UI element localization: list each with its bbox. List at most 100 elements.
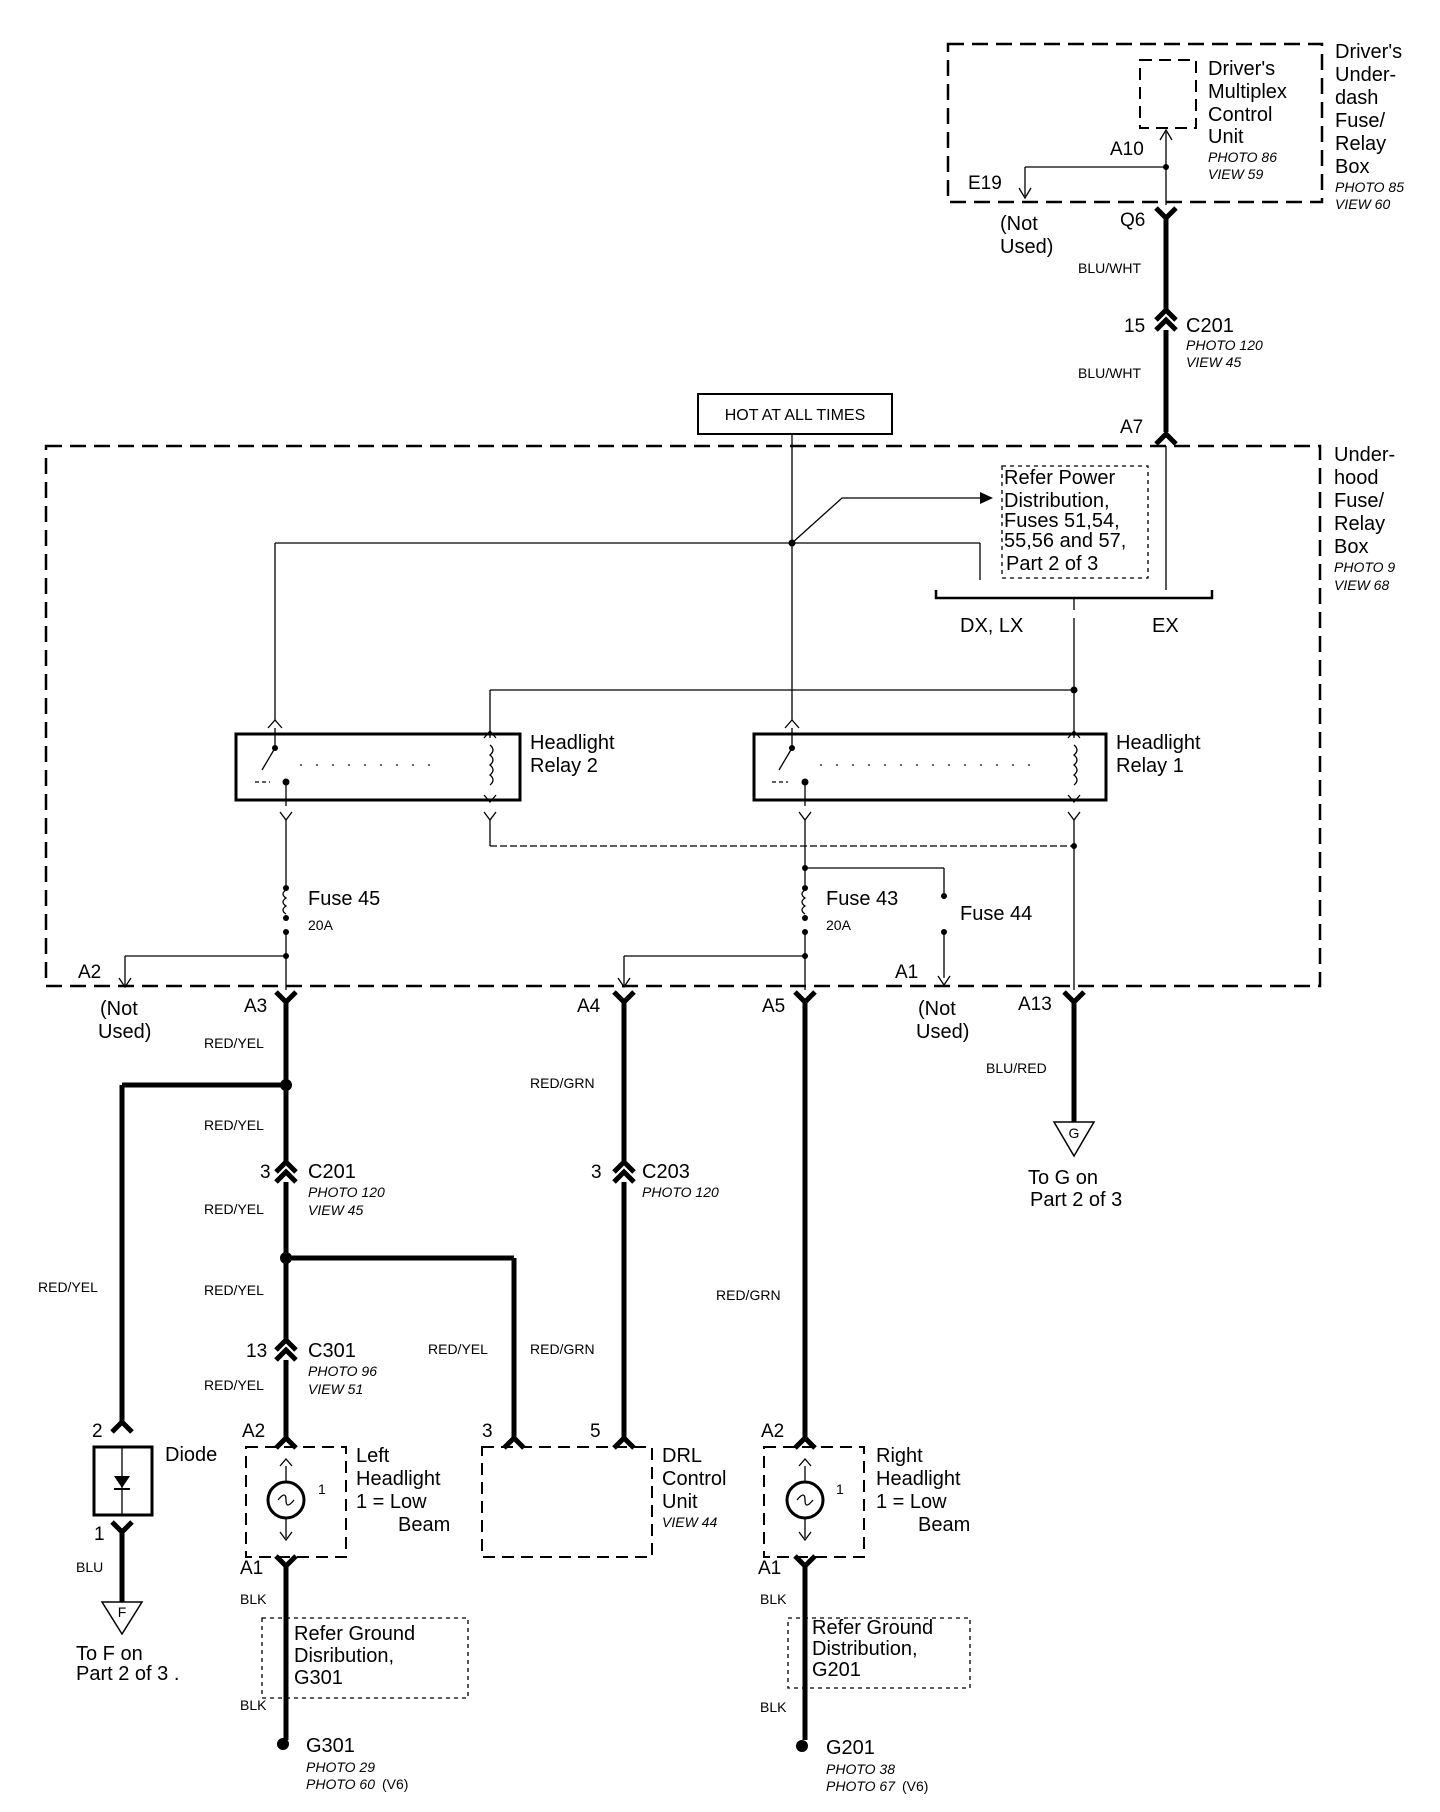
c203-pin: 3 <box>591 1162 602 1183</box>
ground-g201-2: Distribution, <box>812 1638 918 1660</box>
wire-label-red-yel-3: RED/YEL <box>204 1201 264 1217</box>
wire-label-red-grn-3: RED/GRN <box>716 1287 781 1303</box>
wire-a3-left: A3 RED/YEL RED/YEL RED/YEL 3 C201 PHOTO … <box>38 990 517 1440</box>
underdash-fuse-relay-box: Driver's Multiplex Control Unit PHOTO 86… <box>946 41 1404 258</box>
drl-name-3: Unit <box>662 1491 698 1513</box>
fuse44-name: Fuse 44 <box>960 903 1032 925</box>
underhood-view: VIEW 68 <box>1334 577 1389 593</box>
underdash-name-3: dash <box>1335 87 1378 109</box>
wire-label-blk-1: BLK <box>240 1591 267 1607</box>
relay2-name-1: Headlight <box>530 732 615 754</box>
wire-label-blu: BLU <box>76 1559 103 1575</box>
c301-pin: 13 <box>246 1341 267 1362</box>
dmcu-name-1: Driver's <box>1208 58 1275 80</box>
lh-pin-a2: A2 <box>242 1421 265 1442</box>
to-g-line-1: To G on <box>1028 1167 1098 1189</box>
refer-power-1: Refer Power <box>1004 467 1115 489</box>
refer-power-4: 55,56 and 57, <box>1004 530 1126 552</box>
c203-name: C203 <box>642 1161 690 1183</box>
underhood-name-1: Under- <box>1334 444 1395 466</box>
g301-photo2: PHOTO 60 <box>306 1776 375 1792</box>
wire-label-red-yel-5: RED/YEL <box>204 1377 264 1393</box>
pin-a2: A2 <box>78 962 101 983</box>
lh-pin-a1: A1 <box>240 1558 263 1579</box>
lh-name-4: Beam <box>398 1514 450 1536</box>
rh-pin-label: 1 <box>836 1481 844 1497</box>
to-g-line-2: Part 2 of 3 <box>1030 1189 1122 1211</box>
pin-a3: A3 <box>244 996 267 1017</box>
underhood-name-3: Fuse/ <box>1334 490 1384 512</box>
rh-pin-a1: A1 <box>758 1558 781 1579</box>
dmcu-box <box>1139 59 1197 129</box>
underhood-name-2: hood <box>1334 467 1379 489</box>
underhood-photo: PHOTO 9 <box>1334 559 1395 575</box>
diode: 2 Diode 1 BLU F To F on Part 2 of 3 . <box>76 1421 217 1685</box>
wire-label-blu-wht-1: BLU/WHT <box>1078 260 1141 276</box>
ground-g201-3: G201 <box>812 1659 861 1681</box>
drl-pin-5: 5 <box>590 1421 601 1442</box>
c203-photo: PHOTO 120 <box>642 1184 719 1200</box>
dmcu-name-3: Control <box>1208 104 1272 126</box>
wire-label-blk-4: BLK <box>760 1699 787 1715</box>
underhood-fuse-relay-box: Under- hood Fuse/ Relay Box PHOTO 9 VIEW… <box>44 393 1395 990</box>
wire-label-blk-3: BLK <box>760 1591 787 1607</box>
relay1-name-1: Headlight <box>1116 732 1201 754</box>
dmcu-view: VIEW 59 <box>1208 166 1263 182</box>
wire-label-red-grn-1: RED/GRN <box>530 1075 595 1091</box>
wire-label-red-yel-left: RED/YEL <box>38 1279 98 1295</box>
not-used-1b: Used) <box>1000 236 1053 258</box>
rh-name-2: Headlight <box>876 1468 961 1490</box>
underdash-photo: PHOTO 85 <box>1335 179 1404 195</box>
to-f-line-2: Part 2 of 3 . <box>76 1663 179 1685</box>
underdash-name-2: Under- <box>1335 64 1396 86</box>
wire-label-red-yel-4: RED/YEL <box>204 1282 264 1298</box>
to-f-symbol: F <box>118 1604 127 1620</box>
rh-pin-a2: A2 <box>761 1421 784 1442</box>
wire-label-red-yel-2: RED/YEL <box>204 1117 264 1133</box>
g201-note: (V6) <box>902 1778 928 1794</box>
not-used-3a: (Not <box>918 998 956 1020</box>
rh-name-1: Right <box>876 1445 923 1467</box>
wire-a13: A13 BLU/RED G To G on Part 2 of 3 <box>986 990 1122 1211</box>
pin-a4: A4 <box>577 996 601 1017</box>
wire-label-red-grn-2: RED/GRN <box>530 1341 595 1357</box>
rh-name-4: Beam <box>918 1514 970 1536</box>
drl-pin-3: 3 <box>482 1421 493 1442</box>
not-used-3b: Used) <box>916 1021 969 1043</box>
c201-left-photo: PHOTO 120 <box>308 1184 385 1200</box>
wire-label-blk-2: BLK <box>240 1697 267 1713</box>
g201-photo1: PHOTO 38 <box>826 1761 895 1777</box>
lh-name-3: 1 = Low <box>356 1491 427 1513</box>
drl-view: VIEW 44 <box>662 1514 717 1530</box>
diode-pin-2: 2 <box>92 1421 103 1442</box>
not-used-2b: Used) <box>98 1021 151 1043</box>
left-headlight: A2 1 Left Headlight 1 = Low Beam A1 BLK … <box>240 1421 469 1792</box>
wire-label-blu-red: BLU/RED <box>986 1060 1047 1076</box>
to-g-symbol: G <box>1069 1125 1080 1141</box>
wire-label-blu-wht-2: BLU/WHT <box>1078 365 1141 381</box>
g301-name: G301 <box>306 1735 355 1757</box>
ground-g301-2: Disribution, <box>294 1645 394 1667</box>
pin-a1: A1 <box>895 962 918 983</box>
c201-top-name: C201 <box>1186 315 1234 337</box>
not-used-1a: (Not <box>1000 213 1038 235</box>
drl-name-2: Control <box>662 1468 726 1490</box>
pin-a5: A5 <box>762 996 785 1017</box>
wire-a4-drl: A4 RED/GRN 3 C203 PHOTO 120 RED/GRN <box>530 990 719 1440</box>
underdash-name-6: Box <box>1335 156 1369 178</box>
refer-power-2: Distribution, <box>1004 490 1110 512</box>
c301-photo: PHOTO 96 <box>308 1363 377 1379</box>
underdash-name-4: Fuse/ <box>1335 110 1385 132</box>
right-headlight: A2 1 Right Headlight 1 = Low Beam A1 BLK… <box>758 1421 971 1794</box>
wire-q6-a7: BLU/WHT 15 C201 PHOTO 120 VIEW 45 BLU/WH… <box>1078 206 1263 446</box>
pin-q6: Q6 <box>1120 210 1145 231</box>
fuse43-name: Fuse 43 <box>826 888 898 910</box>
drl-name-1: DRL <box>662 1445 702 1467</box>
c201-left-view: VIEW 45 <box>308 1202 363 1218</box>
ground-g301-1: Refer Ground <box>294 1623 415 1645</box>
c201-left-pin: 3 <box>260 1162 271 1183</box>
g301-photo1: PHOTO 29 <box>306 1759 375 1775</box>
lh-pin-label: 1 <box>318 1481 326 1497</box>
pin-a13: A13 <box>1018 994 1052 1015</box>
